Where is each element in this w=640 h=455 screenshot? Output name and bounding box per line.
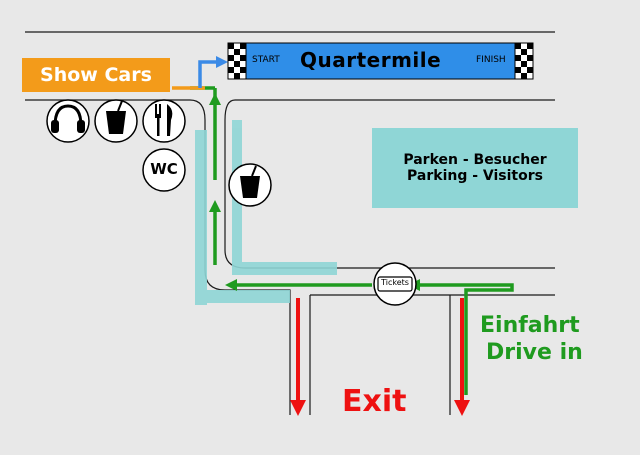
wc-icon (142, 148, 186, 192)
show-cars-label: Show Cars (40, 64, 152, 86)
entry-label-de: Einfahrt (480, 313, 580, 338)
quartermile-route (198, 56, 228, 88)
entry-label-en: Drive in (486, 340, 583, 365)
cutlery-icon (142, 99, 186, 143)
wc-label: WC (150, 160, 178, 178)
finish-label: FINISH (476, 55, 506, 65)
parking-area (372, 128, 578, 208)
ticket-icon (373, 262, 417, 306)
road-lines (25, 31, 555, 415)
drink-icon (94, 99, 138, 143)
start-flag-icon (227, 42, 247, 80)
show-cars-box (22, 58, 170, 92)
parking-label-de: Parken - Besucher (403, 152, 547, 168)
tickets-label: Tickets (381, 278, 409, 287)
drink-icon-2 (228, 163, 272, 207)
exit-label: Exit (342, 384, 407, 419)
quartermile-strip (245, 42, 516, 80)
start-label: START (252, 55, 280, 65)
quartermile-label: Quartermile (300, 48, 442, 72)
exit-arrows (290, 298, 470, 416)
headphones-icon (46, 99, 90, 143)
parking-label-en: Parking - Visitors (407, 168, 543, 184)
finish-flag-icon (514, 42, 534, 80)
